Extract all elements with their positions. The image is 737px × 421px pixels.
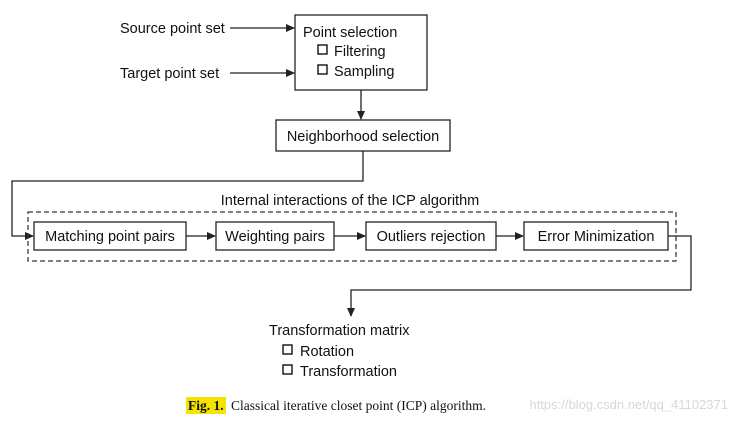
target-point-set-label: Target point set — [120, 66, 219, 82]
source-point-set-label: Source point set — [120, 21, 225, 37]
outliers-rejection-label: Outliers rejection — [377, 229, 486, 245]
transformation-matrix-title: Transformation matrix — [269, 323, 410, 339]
neighborhood-selection-box — [275, 119, 451, 152]
transformation-option: Transformation — [300, 364, 397, 380]
caption-label-highlight — [186, 397, 226, 414]
filtering-option: Filtering — [334, 44, 386, 60]
watermark: https://blog.csdn.net/qq_41102371 — [529, 397, 728, 412]
rotation-checkbox-icon — [282, 344, 293, 355]
outliers-rejection-box — [365, 221, 497, 251]
error-to-output-connector — [347, 235, 692, 317]
neighborhood-selection-label: Neighborhood selection — [287, 129, 439, 145]
caption-label: Fig. 1. — [188, 398, 224, 413]
neighborhood-to-matching-connector — [11, 151, 364, 240]
matching-point-pairs-label: Matching point pairs — [45, 229, 175, 245]
rotation-option: Rotation — [300, 344, 354, 360]
transformation-checkbox-icon — [282, 364, 293, 375]
filtering-checkbox-icon — [317, 44, 328, 55]
point-selection-title: Point selection — [303, 25, 397, 41]
error-minimization-label: Error Minimization — [538, 229, 655, 245]
point-selection-box — [294, 14, 428, 91]
internal-interactions-title: Internal interactions of the ICP algorit… — [221, 193, 479, 209]
caption-text: Classical iterative closet point (ICP) a… — [231, 398, 486, 413]
sampling-checkbox-icon — [317, 64, 328, 75]
weighting-pairs-label: Weighting pairs — [225, 229, 325, 245]
sampling-option: Sampling — [334, 64, 394, 80]
